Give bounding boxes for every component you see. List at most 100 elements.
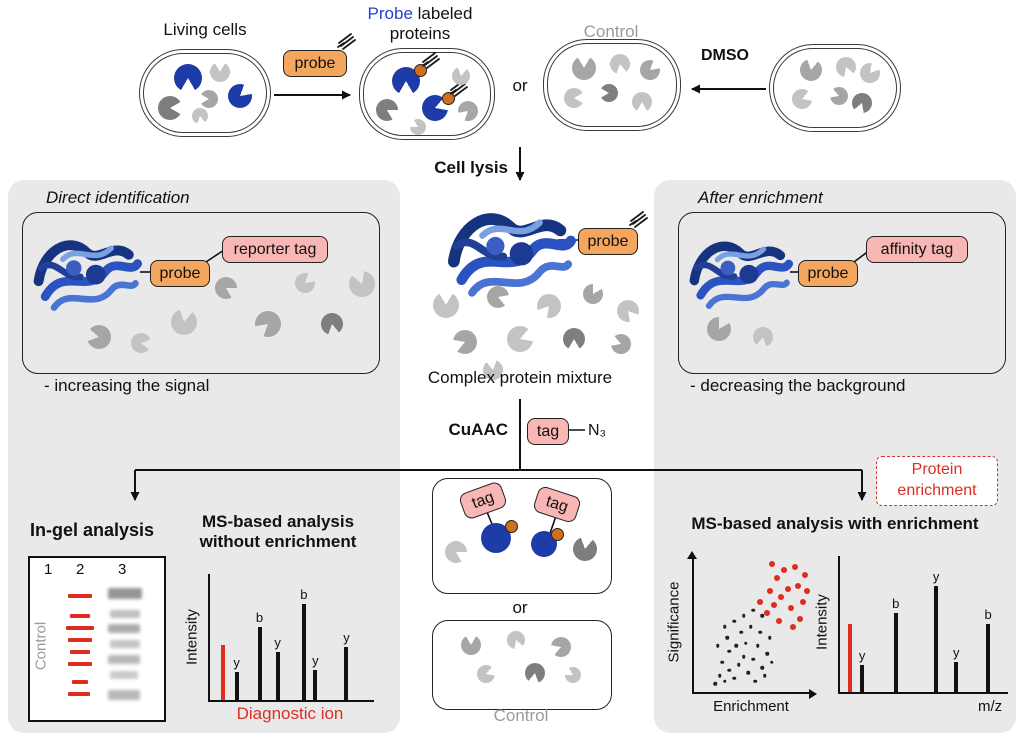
- right-caption: - decreasing the background: [690, 376, 906, 395]
- protein-gray: [433, 292, 459, 318]
- scatter-dot-black: [741, 614, 746, 618]
- protein-gray: [610, 54, 630, 74]
- ms-no-enrichment-title: MS-based analysis without enrichment: [176, 512, 380, 553]
- gel-band-gray: [110, 610, 140, 618]
- protein-gray: [255, 311, 281, 337]
- protein-gray: [632, 92, 652, 112]
- diagnostic-ion-label: Diagnostic ion: [236, 704, 344, 723]
- protein-gray: [611, 334, 631, 354]
- dmso-cell: [769, 44, 901, 132]
- protein-gray: [792, 89, 812, 109]
- scatter-dot-black: [737, 663, 741, 667]
- scatter-dot-black: [767, 635, 772, 640]
- gel-band-gray: [108, 655, 140, 664]
- proteins-word: proteins: [389, 24, 451, 44]
- or-label-top: or: [512, 76, 528, 95]
- protein-gray: [525, 663, 545, 683]
- protein-gray: [458, 101, 478, 121]
- cell-lysis-label: Cell lysis: [434, 158, 508, 177]
- protein-gray: [192, 108, 208, 124]
- intensity-axis-label-left: Intensity: [183, 609, 201, 665]
- scatter-dot-black: [748, 624, 753, 629]
- gel-band-red: [72, 680, 88, 684]
- ms-peak: [934, 585, 939, 692]
- protein-gray: [87, 325, 111, 349]
- ms-peak: [986, 624, 991, 692]
- living-cells-label: Living cells: [163, 20, 247, 39]
- intensity-axis-label-right: Intensity: [813, 594, 831, 650]
- click-tag2-chip: tag: [531, 484, 583, 525]
- gel-band-red: [70, 614, 90, 618]
- scatter-dot-red: [787, 604, 794, 611]
- protein-gray: [800, 59, 822, 81]
- gel-lane-2: 2: [76, 561, 85, 578]
- protein-gray: [537, 294, 561, 318]
- protein-gray: [507, 631, 525, 649]
- scatter-dot-red: [794, 582, 801, 589]
- protein-gray: [551, 637, 571, 657]
- gel-control-label: Control: [32, 621, 50, 671]
- scatter-dot-black: [770, 660, 774, 664]
- scatter-dot-red: [804, 588, 811, 595]
- probe-chip-right: probe: [798, 260, 858, 287]
- ms-title-line2: without enrichment: [199, 532, 357, 552]
- scatter-dot-red: [773, 574, 780, 581]
- scatter-dot-black: [753, 679, 758, 683]
- protein-ribbon-center: [454, 219, 571, 293]
- badge-line1: Protein: [911, 461, 963, 478]
- protein-gray: [707, 317, 731, 341]
- gel-band-red: [68, 662, 92, 666]
- peak-label: y: [858, 647, 866, 663]
- scatter-dot-black: [751, 608, 755, 613]
- probe-dot: [414, 64, 427, 77]
- scatter-dot-black: [725, 635, 729, 640]
- scatter-dot-black: [722, 624, 727, 629]
- peak-label: y: [932, 568, 940, 584]
- scatter-dot-black: [727, 649, 732, 653]
- protein-gray: [349, 271, 375, 297]
- protein-gray: [171, 309, 197, 335]
- control-label-top: Control: [583, 22, 639, 41]
- protein-gray: [830, 87, 848, 105]
- ms-title-line1: MS-based analysis: [201, 512, 355, 531]
- scatter-dot-black: [720, 660, 725, 664]
- protein-gray: [564, 88, 584, 108]
- peak-label: b: [892, 596, 900, 612]
- scatter-dot-black: [758, 630, 762, 634]
- protein-gray: [210, 62, 230, 82]
- scatter-dot-black: [732, 676, 736, 681]
- clicked-proteins-box: tag tag: [432, 478, 612, 594]
- protein-gray: [200, 90, 218, 108]
- labeled-word: labeled: [412, 4, 473, 23]
- gel-band-red: [70, 650, 90, 654]
- scatter-dot-black: [715, 644, 720, 648]
- ms-peak: [221, 644, 226, 700]
- protein-gray: [321, 313, 343, 335]
- enrichment-axis-label: Enrichment: [713, 698, 789, 715]
- scatter-dot-red: [768, 561, 775, 568]
- tag-chip: tag: [527, 418, 569, 445]
- protein-gray: [836, 57, 856, 77]
- scatter-dot-black: [746, 671, 751, 675]
- ms-peak: [860, 664, 865, 692]
- protein-gray: [572, 56, 596, 80]
- protein-gray: [452, 67, 470, 85]
- gel-band-red: [68, 594, 92, 598]
- significance-axis-label: Significance: [665, 581, 683, 663]
- gel-lane-3: 3: [118, 561, 127, 578]
- scatter-dot-red: [801, 572, 808, 579]
- mixture-proteins: [425, 284, 645, 384]
- peak-label: y: [952, 645, 960, 661]
- scatter-dot-red: [799, 599, 806, 606]
- probe-chip-top: probe: [283, 50, 347, 77]
- ms-peak: [848, 624, 853, 692]
- after-enrichment-box: [678, 212, 1006, 374]
- scatter-dot-red: [766, 588, 773, 595]
- control-label-bottom: Control: [493, 706, 549, 725]
- scatter-dot-black: [751, 657, 755, 662]
- gel-band-red: [66, 626, 94, 630]
- gel-lane-1: 1: [44, 561, 53, 578]
- protein-gray: [158, 96, 182, 120]
- protein-gray: [295, 273, 315, 293]
